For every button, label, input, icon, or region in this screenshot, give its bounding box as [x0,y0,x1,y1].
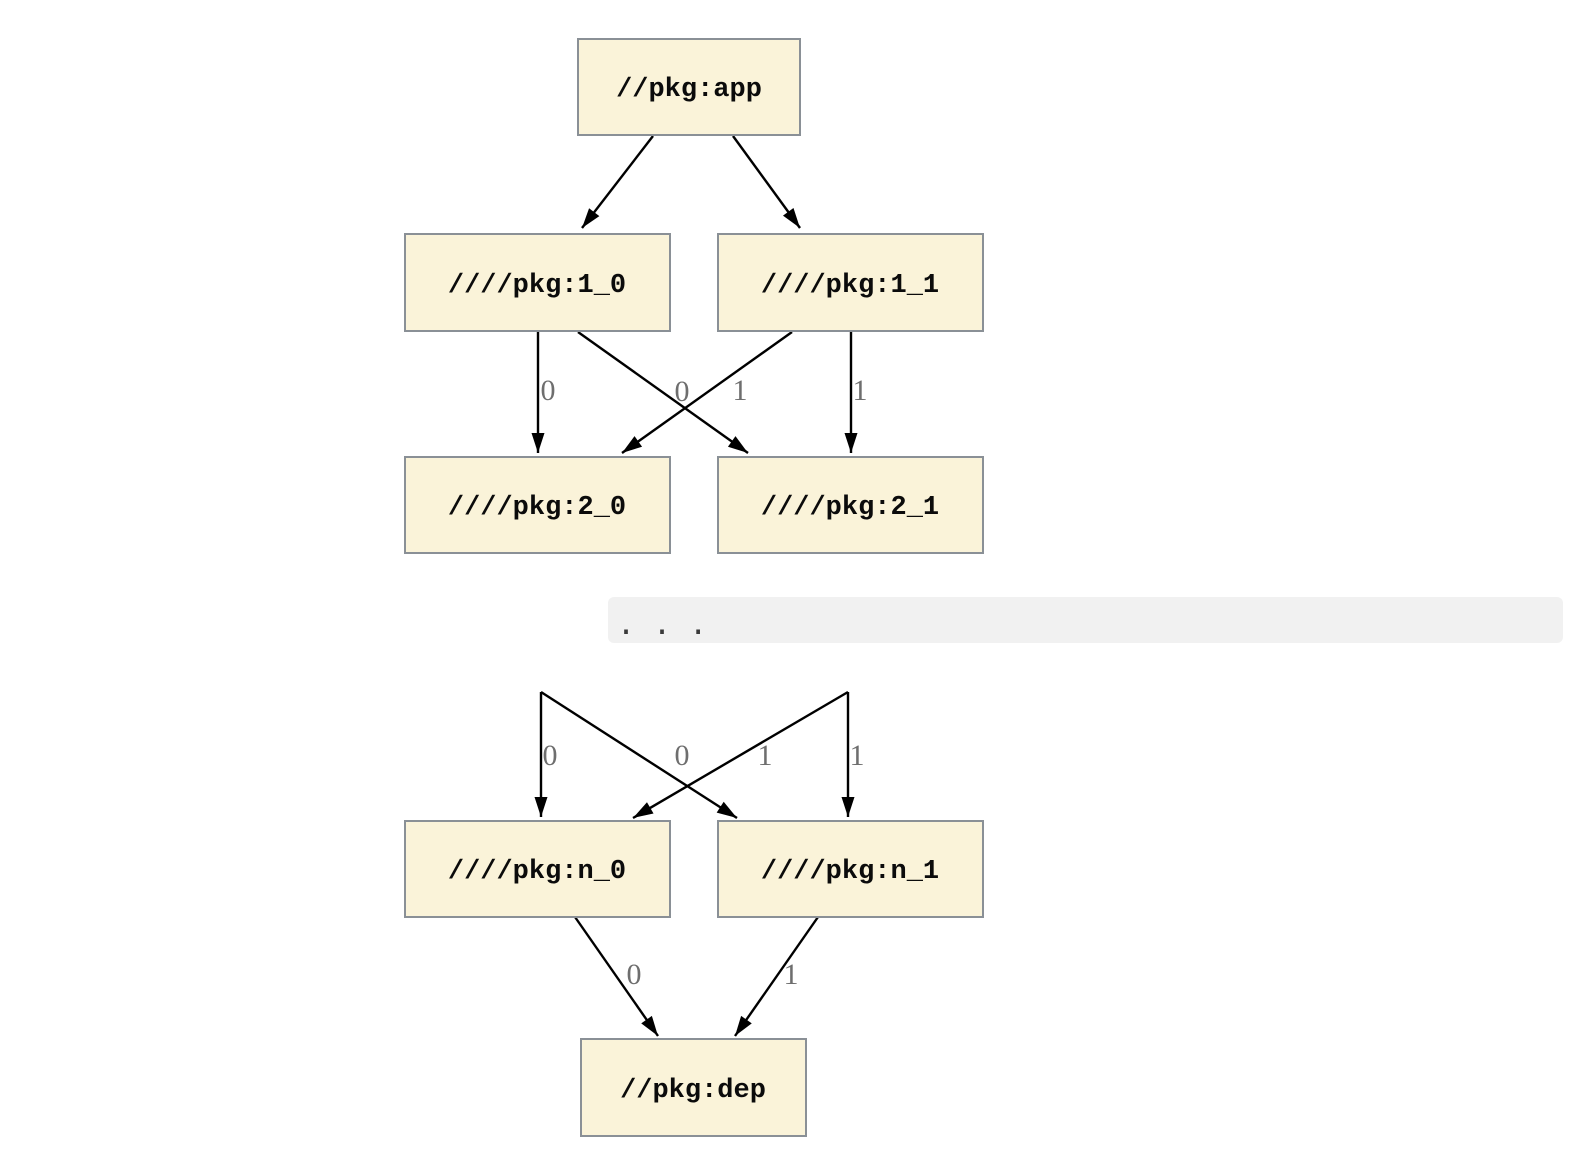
node-box-pkg1-0 [404,233,671,332]
node-label-pkg1-0: ////pkg:1_0 [448,271,626,301]
edge-app-to-pkg1-1 [732,135,801,229]
node-box-dep [580,1038,807,1137]
graph-node-pkg2-1: ////pkg:2_1 [717,456,984,554]
edge-label: 0 [675,375,690,408]
node-label-pkgn-1: ////pkg:n_1 [761,857,939,887]
edge-pkg1-0-to-pkg2-1 [577,331,749,454]
graph-node-pkgn-1: ////pkg:n_1 [717,820,984,918]
edge-app-to-pkg1-0 [581,135,654,229]
graph-node-app: //pkg:app [577,38,801,136]
edge-label: 0 [675,739,690,772]
edge-pkgn-1-to-dep [734,916,819,1037]
edge-label: 1 [758,739,773,772]
graph-node-pkgn-0: ////pkg:n_0 [404,820,671,918]
edge-pkg1-1-to-pkg2-0 [621,331,793,454]
node-label-dep: //pkg:dep [620,1076,766,1106]
graph-node-pkg1-0: ////pkg:1_0 [404,233,671,332]
edge-label: 1 [784,958,799,991]
edge-label: 0 [541,374,556,407]
graph-node-dep: //pkg:dep [580,1038,807,1137]
node-label-pkg2-0: ////pkg:2_0 [448,493,626,523]
node-label-pkg1-1: ////pkg:1_1 [761,271,939,301]
edge-label: 1 [850,739,865,772]
edge-label: 0 [627,958,642,991]
node-label-pkg2-1: ////pkg:2_1 [761,493,939,523]
edge-elided-to-pkgn-1-cross [540,690,738,820]
node-box-pkg2-0 [404,456,671,554]
edge-label: 1 [733,374,748,407]
node-box-pkgn-1 [717,820,984,918]
edge-label: 1 [853,374,868,407]
node-box-app [577,38,801,136]
edge-pkgn-0-to-dep [574,916,659,1037]
edge-elided-to-pkgn-0-cross [632,690,849,820]
node-box-pkg2-1 [717,456,984,554]
graph-node-pkg1-1: ////pkg:1_1 [717,233,984,332]
elision-dots: ... [617,607,725,642]
node-label-pkgn-0: ////pkg:n_0 [448,857,626,887]
node-box-pkgn-0 [404,820,671,918]
node-label-app: //pkg:app [616,75,762,105]
edge-label: 0 [543,739,558,772]
graph-node-pkg2-0: ////pkg:2_0 [404,456,671,554]
elision-band [608,597,1563,643]
node-box-pkg1-1 [717,233,984,332]
